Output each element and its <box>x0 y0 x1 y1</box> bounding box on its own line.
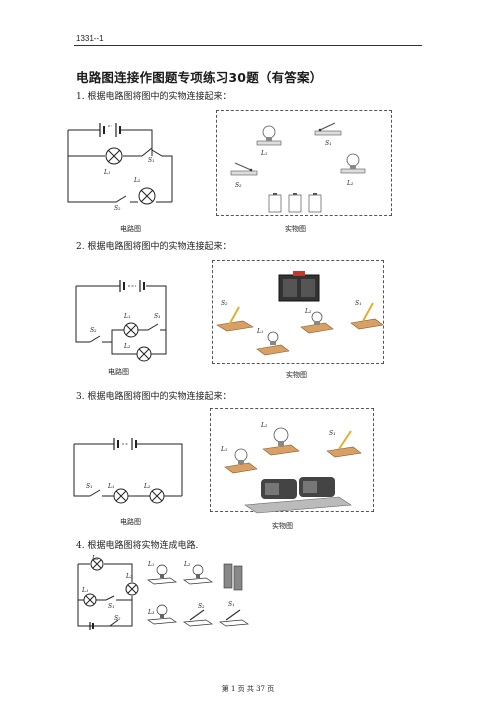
label-S1: S₁ <box>355 300 362 307</box>
header-rule <box>74 45 422 46</box>
label-L1: L₁ <box>147 561 154 568</box>
label-S2: S₂ <box>90 327 97 334</box>
label-L2: L₂ <box>183 561 191 568</box>
caption-circuit-2: 电路图 <box>108 368 129 376</box>
bulb-L1-icon <box>224 448 258 474</box>
circuit-diagram-4: L₃ L₂ L₁ S₁ S₂ <box>77 555 139 630</box>
label-L2: L₂ <box>260 422 268 429</box>
caption-physical-3: 实物图 <box>272 522 293 530</box>
switch-S1-icon <box>350 302 384 330</box>
label-L2: L₂ <box>123 343 131 350</box>
question-text: 根据电路图将图中的实物连接起来： <box>87 242 232 252</box>
question-text: 根据电路图将图中的实物连接起来： <box>87 392 232 402</box>
question-text: 根据电路图将图中的实物连接起来： <box>87 92 232 102</box>
caption-physical-2: 实物图 <box>286 371 307 379</box>
label-S2: S₂ <box>114 205 121 212</box>
page-title: 电路图连接作图题专项练习30题（有答案） <box>76 70 323 85</box>
caption-circuit-3: 电路图 <box>120 518 141 526</box>
question-number: 1. <box>76 92 85 102</box>
label-L3: L₃ <box>91 555 99 562</box>
label-L1: L₁ <box>123 313 130 320</box>
question-number: 3. <box>76 392 85 402</box>
physical-parts-4: L₁ L₂ L₃ S₂ S₁ <box>146 561 250 627</box>
bulb-L2-icon <box>182 564 214 585</box>
switch-S1-icon <box>326 430 362 458</box>
bulb-L1-icon <box>256 125 282 146</box>
bulb-L3-icon <box>146 604 178 625</box>
physical-box-2: S₂ L₂ S₁ L₁ <box>212 260 384 364</box>
question-number: 4. <box>76 541 85 551</box>
label-S2: S₂ <box>114 615 121 622</box>
label-S1: S₁ <box>325 140 332 147</box>
bulb-L2-icon <box>300 311 334 334</box>
question-1: 1. 根据电路图将图中的实物连接起来： <box>76 89 231 102</box>
switch-S1-icon <box>218 609 250 627</box>
question-3: 3. 根据电路图将图中的实物连接起来： <box>76 389 231 402</box>
physical-box-3: L₂ S₁ L₁ <box>210 408 374 514</box>
label-L2: L₂ <box>125 573 133 580</box>
battery-box-icon <box>278 271 320 302</box>
label-L3: L₃ <box>147 609 155 616</box>
circuit-diagram-1: L₁ S₁ L₂ S₂ <box>67 123 173 212</box>
label-L1: L₁ <box>256 328 263 335</box>
label-S2: S₂ <box>198 603 205 610</box>
label-L2: L₂ <box>143 483 151 490</box>
question-number: 2. <box>76 242 85 252</box>
caption-physical-1: 实物图 <box>285 225 306 233</box>
label-L1: L₁ <box>103 169 110 176</box>
label-S1: S₁ <box>108 603 115 610</box>
circuit-diagram-2: L₁ S₁ S₂ L₂ <box>75 280 167 362</box>
label-S2: S₂ <box>221 300 228 307</box>
question-text: 根据电路图将实物连成电路. <box>87 541 199 551</box>
label-S1: S₁ <box>154 313 161 320</box>
switch-S2-icon <box>182 609 214 627</box>
label-L1: L₁ <box>260 150 267 157</box>
battery-pack-icon <box>223 563 243 591</box>
label-L2: L₂ <box>346 180 354 187</box>
label-S1: S₁ <box>148 157 155 164</box>
caption-circuit-1: 电路图 <box>120 225 141 233</box>
bulb-L2-icon <box>262 427 300 456</box>
battery-holder-icon <box>244 477 352 514</box>
label-L1: L₁ <box>81 587 88 594</box>
question-4: 4. 根据电路图将实物连成电路. <box>76 538 198 551</box>
label-L1: L₁ <box>107 483 114 490</box>
label-L1: L₁ <box>220 446 227 453</box>
bulb-L1-icon <box>256 331 290 356</box>
header-doc-id: 1331--1 <box>76 34 104 43</box>
bulb-L1-icon <box>146 564 178 585</box>
physical-box-1: L₁ S₁ S₂ L₂ <box>216 110 392 216</box>
label-S1: S₁ <box>228 601 235 608</box>
question-2: 2. 根据电路图将图中的实物连接起来： <box>76 239 231 252</box>
label-S2: S₂ <box>235 182 242 189</box>
battery-icon <box>268 193 322 213</box>
label-L2: L₂ <box>304 308 312 315</box>
page-footer: 第 1 页 共 37 页 <box>221 685 275 693</box>
switch-S2-icon <box>216 306 254 332</box>
label-L2: L₂ <box>133 177 141 184</box>
circuit-diagram-3: S₁ L₁ L₂ <box>73 438 183 504</box>
label-S1: S₁ <box>329 430 336 437</box>
label-S1: S₁ <box>86 483 93 490</box>
switch-S1-icon <box>314 122 342 136</box>
switch-S2-icon <box>230 162 258 176</box>
bulb-L2-icon <box>340 153 366 174</box>
